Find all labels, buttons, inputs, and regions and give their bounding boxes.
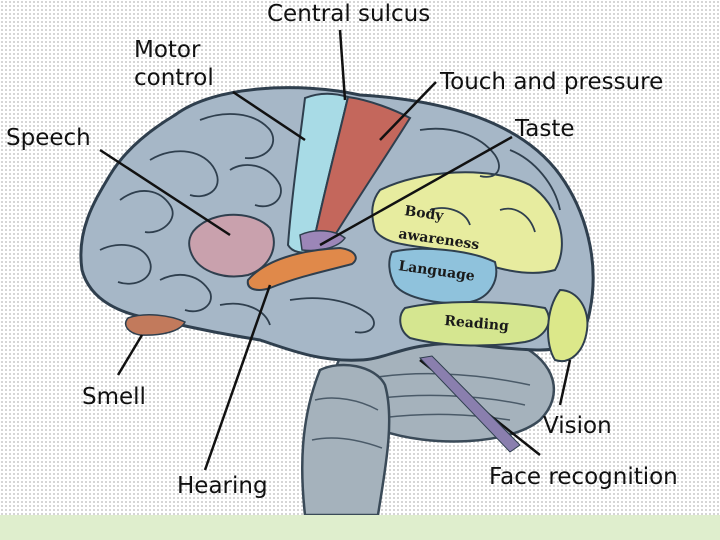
label-taste: Taste: [515, 117, 575, 141]
footer-band: [0, 515, 720, 540]
label-vision: Vision: [543, 414, 612, 438]
label-speech: Speech: [6, 126, 91, 150]
label-motor-control-line1: Motor: [134, 38, 200, 62]
label-face-recognition: Face recognition: [489, 465, 678, 489]
label-touch-pressure: Touch and pressure: [440, 70, 663, 94]
speech-area: [189, 215, 274, 277]
label-motor-control-line2: control: [134, 66, 214, 90]
label-central-sulcus: Central sulcus: [267, 2, 430, 26]
label-smell: Smell: [82, 385, 146, 409]
label-hearing: Hearing: [177, 474, 268, 498]
smell-area: [126, 315, 185, 335]
